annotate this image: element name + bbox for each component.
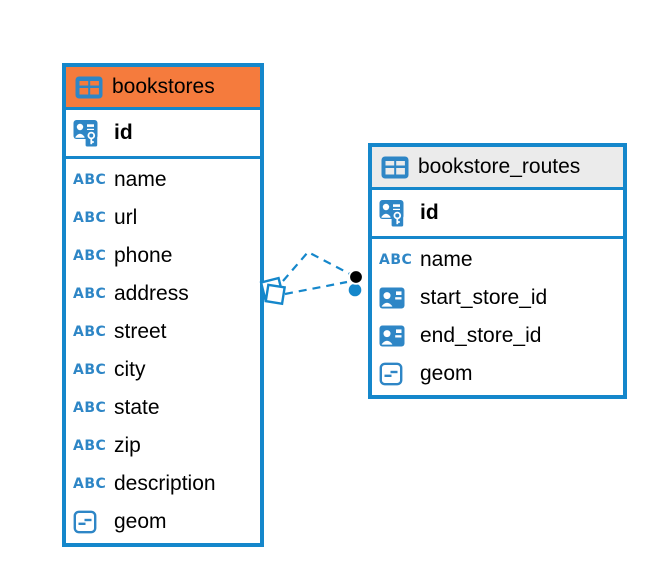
table-icon [381, 156, 409, 178]
column-name: geom [114, 510, 167, 533]
column-name: address [114, 282, 189, 305]
relationship-edge-lower[interactable] [284, 280, 348, 296]
column-name: url [114, 206, 138, 229]
column-name: description [114, 472, 216, 495]
relationship-endpoint-blue-circle[interactable] [348, 283, 362, 297]
column-name: city [114, 358, 146, 381]
relationship-edge-upper[interactable] [282, 250, 351, 282]
column-name: start_store_id [420, 286, 548, 309]
relationship-source-squares-icon[interactable] [259, 276, 287, 306]
text-type-icon: ABC [379, 252, 413, 268]
relationship-connector[interactable] [252, 233, 380, 318]
column-row[interactable]: ABC city [66, 351, 260, 389]
column-name: phone [114, 244, 173, 267]
column-row[interactable]: end_store_id [372, 317, 623, 355]
relationship-endpoint-black-circle[interactable] [348, 269, 364, 285]
column-row-pk[interactable]: id [66, 110, 260, 159]
table-bookstores[interactable]: bookstores id ABC name ABC url [62, 63, 264, 547]
reference-key-icon [379, 287, 405, 309]
text-type-icon: ABC [73, 172, 107, 188]
table-bookstore-routes[interactable]: bookstore_routes id ABC name [368, 143, 627, 399]
column-row[interactable]: ABC description [66, 465, 260, 503]
text-type-icon: ABC [73, 248, 107, 264]
column-name: end_store_id [420, 324, 542, 347]
column-row[interactable]: ABC name [372, 241, 623, 279]
text-type-icon: ABC [73, 438, 107, 454]
column-name: zip [114, 434, 141, 457]
text-type-icon: ABC [73, 324, 107, 340]
geometry-type-icon [73, 510, 97, 534]
table-icon [75, 76, 103, 98]
column-row[interactable]: ABC zip [66, 427, 260, 465]
column-row[interactable]: ABC name [66, 161, 260, 199]
column-row[interactable]: start_store_id [372, 279, 623, 317]
table-header-bookstore-routes[interactable]: bookstore_routes [372, 147, 623, 190]
column-row[interactable]: ABC address [66, 275, 260, 313]
text-type-icon: ABC [73, 400, 107, 416]
primary-key-icon [379, 200, 404, 227]
text-type-icon: ABC [73, 362, 107, 378]
text-type-icon: ABC [73, 476, 107, 492]
table-name: bookstore_routes [418, 155, 581, 178]
column-row[interactable]: geom [66, 503, 260, 541]
column-name: id [114, 121, 133, 144]
column-row[interactable]: geom [372, 355, 623, 393]
column-name: name [420, 248, 473, 271]
column-name: geom [420, 362, 473, 385]
column-row[interactable]: ABC url [66, 199, 260, 237]
table-name: bookstores [112, 75, 215, 98]
column-name: name [114, 168, 167, 191]
reference-key-icon [379, 325, 405, 347]
column-row[interactable]: ABC street [66, 313, 260, 351]
column-row[interactable]: ABC phone [66, 237, 260, 275]
column-row-pk[interactable]: id [372, 190, 623, 239]
column-name: street [114, 320, 167, 343]
text-type-icon: ABC [73, 210, 107, 226]
table-header-bookstores[interactable]: bookstores [66, 67, 260, 110]
column-name: id [420, 201, 439, 224]
column-name: state [114, 396, 160, 419]
geometry-type-icon [379, 362, 403, 386]
column-row[interactable]: ABC state [66, 389, 260, 427]
primary-key-icon [73, 120, 98, 147]
text-type-icon: ABC [73, 286, 107, 302]
